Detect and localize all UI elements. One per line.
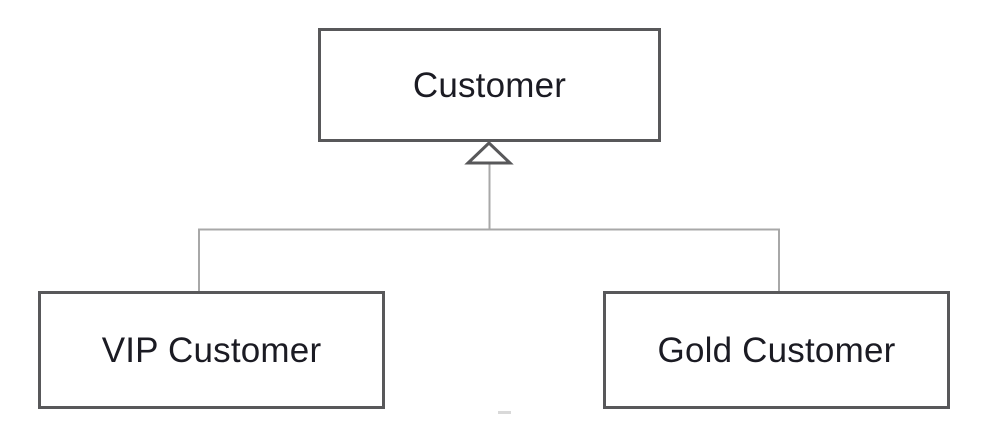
- class-box-vip-customer[interactable]: VIP Customer: [38, 291, 385, 409]
- class-name-gold-customer: Gold Customer: [657, 330, 896, 370]
- class-box-gold-customer[interactable]: Gold Customer: [603, 291, 950, 409]
- generalization-arrowhead-icon: [464, 140, 514, 165]
- class-box-customer[interactable]: Customer: [318, 28, 661, 142]
- class-name-vip-customer: VIP Customer: [101, 330, 322, 370]
- faint-dash-artifact: [498, 411, 511, 414]
- class-name-customer: Customer: [412, 65, 567, 105]
